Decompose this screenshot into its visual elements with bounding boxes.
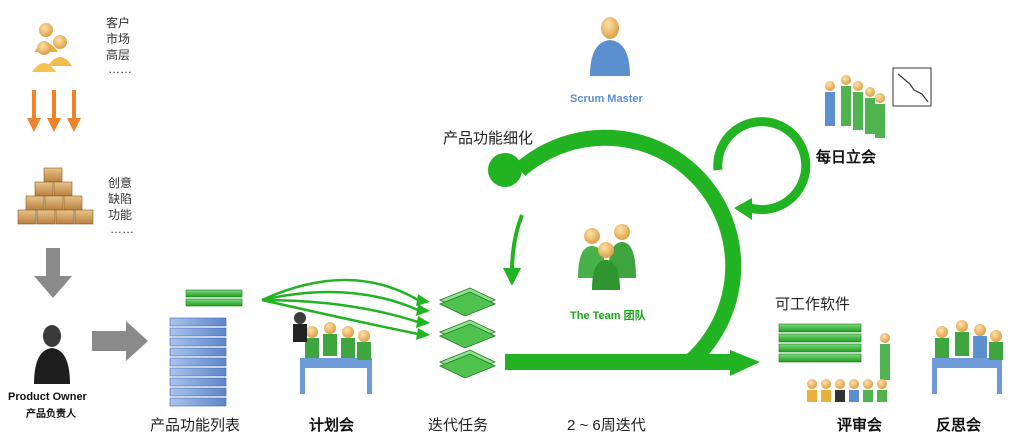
stakeholder-label-2: 市场 xyxy=(106,32,131,46)
product-owner-label-zh: 产品负责人 xyxy=(26,409,76,420)
retrospective-label: 反思会 xyxy=(936,417,982,434)
refinement-arrow xyxy=(503,214,524,286)
sprint-length-label: 2 ~ 6周迭代 xyxy=(567,417,646,434)
flow-arrowheads xyxy=(416,294,430,340)
daily-standup-icon xyxy=(825,75,885,138)
source-label-4: …… xyxy=(110,222,134,236)
sprint-cycle-arrow xyxy=(488,129,760,376)
scrum-master-label: Scrum Master xyxy=(570,93,643,105)
down-arrows-icon xyxy=(27,90,81,132)
stakeholder-label-3: 高层 xyxy=(106,48,131,62)
team-icon xyxy=(578,224,636,290)
product-backlog-label: 产品功能列表 xyxy=(150,417,241,434)
team-label: The Team 团队 xyxy=(570,310,646,322)
scrum-master-icon xyxy=(590,17,630,76)
product-owner-icon xyxy=(34,325,70,384)
retrospective-meeting-icon xyxy=(932,320,1003,394)
working-software-label: 可工作软件 xyxy=(775,296,851,313)
source-label-2: 缺陷 xyxy=(108,192,133,206)
boxes-icon xyxy=(17,167,94,225)
gray-down-arrow-icon xyxy=(34,248,72,298)
source-label-1: 创意 xyxy=(108,176,133,190)
flow-arrows-icon xyxy=(261,278,419,336)
source-label-3: 功能 xyxy=(108,208,133,222)
sprint-tasks-icon xyxy=(439,287,496,379)
burndown-chart-icon xyxy=(892,67,932,107)
stakeholder-label-1: 客户 xyxy=(106,16,131,30)
product-backlog-icon xyxy=(169,289,243,407)
stakeholder-label-4: …… xyxy=(108,62,132,76)
planning-meeting-label: 计划会 xyxy=(309,417,355,434)
stakeholders-icon xyxy=(32,23,72,72)
product-owner-label-en: Product Owner xyxy=(8,391,87,403)
daily-standup-label: 每日立会 xyxy=(816,149,877,166)
review-meeting-label: 评审会 xyxy=(837,417,883,434)
daily-cycle-arrow xyxy=(713,117,811,220)
review-meeting-icon xyxy=(807,333,890,402)
sprint-tasks-label: 迭代任务 xyxy=(428,417,489,434)
refinement-label: 产品功能细化 xyxy=(443,130,534,147)
gray-right-arrow-icon xyxy=(92,321,148,361)
working-software-icon xyxy=(778,323,862,363)
planning-meeting-icon xyxy=(293,312,372,394)
